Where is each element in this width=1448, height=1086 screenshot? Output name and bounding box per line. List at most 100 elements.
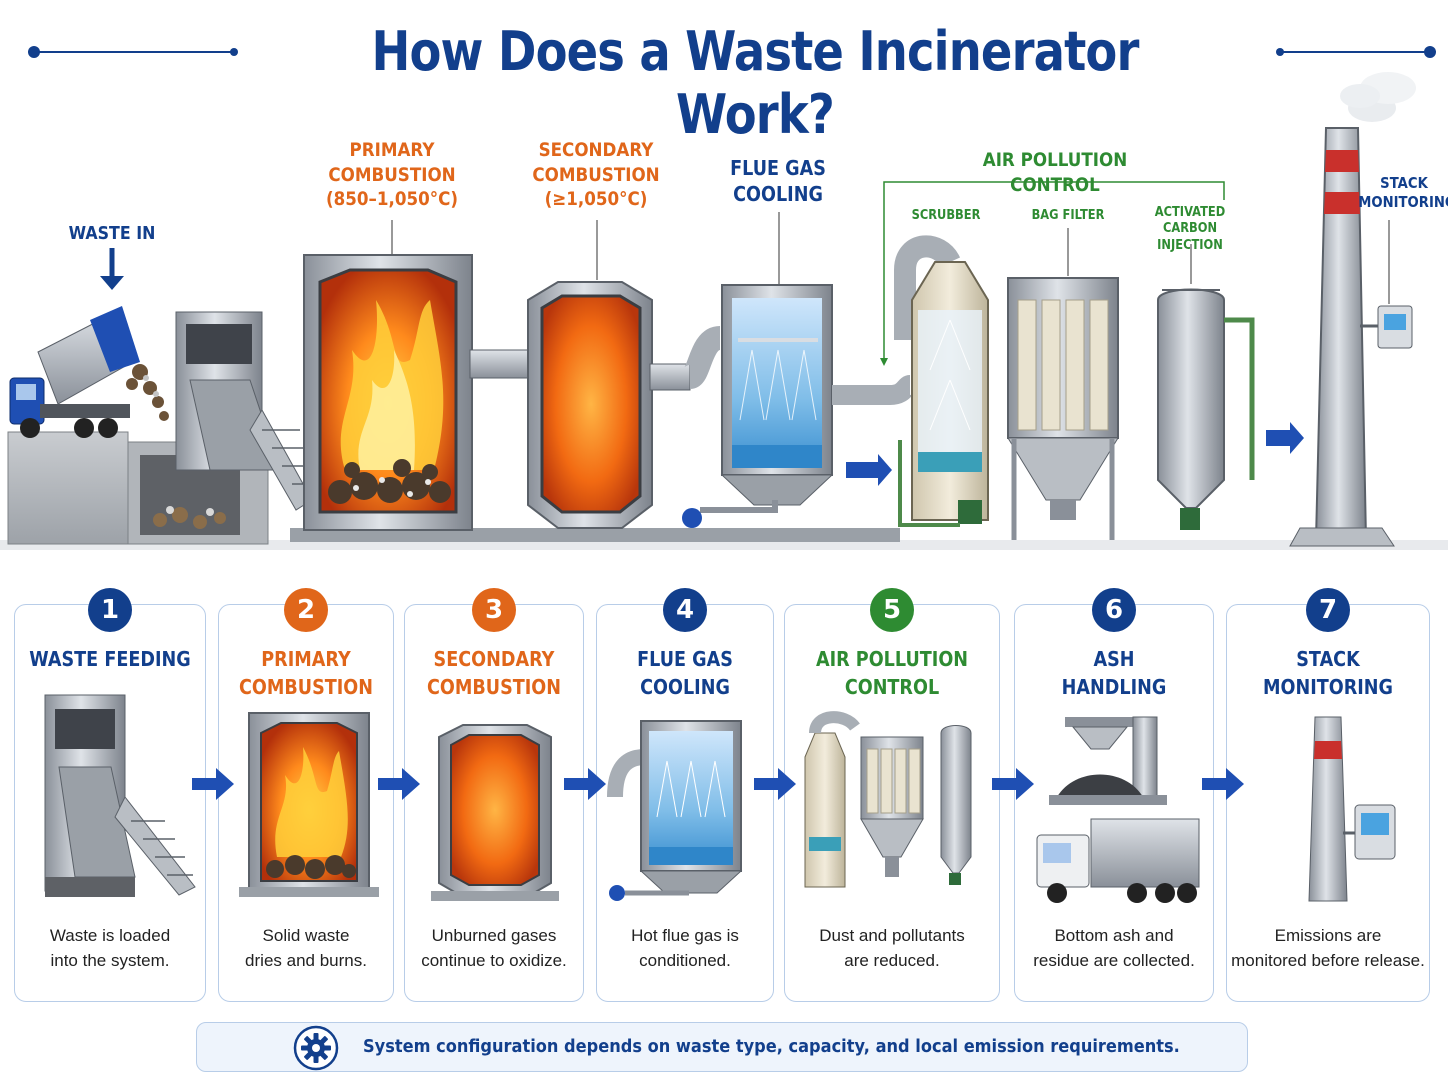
secondary-combustion-illustration bbox=[431, 724, 559, 901]
label-scrubber: SCRUBBER bbox=[911, 208, 981, 223]
flue-gas-cooling-illustration bbox=[607, 720, 743, 901]
footer-text: System configuration depends on waste ty… bbox=[363, 1036, 1180, 1057]
step-desc-line: Unburned gases bbox=[431, 926, 557, 945]
step-desc-line: Dust and pollutants bbox=[819, 926, 965, 945]
gear-icon bbox=[293, 1025, 339, 1071]
label-bag-filter: BAG FILTER bbox=[1031, 208, 1105, 223]
leader-line bbox=[1067, 228, 1069, 276]
step-desc-line: monitored before release. bbox=[1231, 951, 1425, 970]
arrow-right-icon bbox=[1202, 768, 1244, 800]
step-title-line: MONITORING bbox=[1262, 675, 1393, 699]
title-dot bbox=[1276, 48, 1284, 56]
step-desc-line: into the system. bbox=[50, 951, 170, 970]
title-dot bbox=[28, 46, 40, 58]
step-title-line: AIR POLLUTION bbox=[815, 647, 969, 671]
step-desc-line: residue are collected. bbox=[1033, 951, 1195, 970]
step-card-primary-combustion: 2 PRIMARY COMBUSTION Solid waste dries a… bbox=[218, 588, 394, 1002]
step-description: Emissions are monitored before release. bbox=[1231, 923, 1425, 973]
label-flue-gas-cooling: FLUE GAS COOLING bbox=[718, 155, 838, 207]
step-number-badge: 4 bbox=[663, 588, 707, 632]
step-description: Hot flue gas is conditioned. bbox=[601, 923, 769, 973]
step-description: Unburned gases continue to oxidize. bbox=[409, 923, 579, 973]
page-title: How Does a Waste Incinerator Work? bbox=[371, 20, 1139, 146]
title-rule-left bbox=[34, 51, 234, 53]
label-line: COMBUSTION bbox=[328, 163, 456, 186]
step-title-line: SECONDARY bbox=[433, 647, 555, 671]
leader-line bbox=[778, 212, 780, 284]
step-card-stack-monitoring: 7 STACK MONITORING Emissions are monitor… bbox=[1226, 588, 1430, 1002]
label-stack-monitoring: STACK MONITORING bbox=[1358, 174, 1448, 212]
incinerator-process-illustration bbox=[0, 72, 1448, 550]
step-number-badge: 1 bbox=[88, 588, 132, 632]
step-title-line: STACK bbox=[1296, 647, 1360, 671]
title-dot bbox=[230, 48, 238, 56]
label-line: COMBUSTION bbox=[532, 163, 660, 186]
step-number-badge: 6 bbox=[1092, 588, 1136, 632]
leader-line bbox=[391, 220, 393, 254]
label-air-pollution-control: AIR POLLUTION CONTROL bbox=[982, 149, 1128, 196]
step-title-line: COMBUSTION bbox=[426, 675, 562, 699]
label-secondary-combustion: SECONDARY COMBUSTION (≥1,050°C) bbox=[524, 138, 668, 212]
air-pollution-control-illustration bbox=[804, 711, 972, 888]
label-line: SECONDARY bbox=[538, 139, 654, 161]
label-primary-combustion: PRIMARY COMBUSTION (850–1,050°C) bbox=[320, 138, 464, 212]
title-rule-right bbox=[1280, 51, 1428, 53]
step-title: STACK MONITORING bbox=[1239, 645, 1417, 701]
step-desc-line: Emissions are bbox=[1274, 926, 1382, 945]
step-title-line: CONTROL bbox=[844, 675, 940, 699]
label-line: PRIMARY bbox=[349, 139, 435, 161]
step-title-line: WASTE FEEDING bbox=[29, 647, 191, 671]
step-title-line: COMBUSTION bbox=[238, 675, 374, 699]
step-number-badge: 3 bbox=[472, 588, 516, 632]
step-number-badge: 2 bbox=[284, 588, 328, 632]
step-description: Waste is loaded into the system. bbox=[19, 923, 201, 973]
step-title-line: FLUE GAS bbox=[637, 647, 733, 671]
title-row: How Does a Waste Incinerator Work? bbox=[0, 14, 1448, 146]
step-card-ash-handling: 6 ASH HANDLING Bottom ash and residue ar… bbox=[1014, 588, 1214, 1002]
leader-line bbox=[1388, 220, 1390, 304]
label-line: (850–1,050°C) bbox=[325, 188, 459, 211]
step-title: AIR POLLUTION CONTROL bbox=[798, 645, 986, 701]
label-line: FLUE GAS bbox=[730, 156, 826, 180]
step-description: Solid waste dries and burns. bbox=[223, 923, 389, 973]
step-title-line: COOLING bbox=[640, 675, 730, 699]
step-description: Dust and pollutants are reduced. bbox=[789, 923, 995, 973]
step-desc-line: Hot flue gas is bbox=[631, 926, 739, 945]
label-line: ACTIVATED bbox=[1154, 205, 1226, 220]
step-desc-line: Solid waste bbox=[262, 926, 350, 945]
step-title-line: ASH bbox=[1093, 647, 1135, 671]
label-line: STACK bbox=[1380, 174, 1428, 192]
step-title-line: HANDLING bbox=[1061, 675, 1167, 699]
stack-monitoring-illustration bbox=[1308, 716, 1396, 902]
label-line: COOLING bbox=[733, 182, 823, 206]
step-title: ASH HANDLING bbox=[1027, 645, 1201, 701]
step-desc-line: are reduced. bbox=[844, 951, 940, 970]
step-title: WASTE FEEDING bbox=[26, 645, 193, 673]
step-card-flue-gas-cooling: 4 FLUE GAS COOLING Hot flue gas is condi… bbox=[596, 588, 774, 1002]
arrow-right-icon bbox=[564, 768, 606, 800]
step-title: PRIMARY COMBUSTION bbox=[229, 645, 382, 701]
label-waste-in: WASTE IN bbox=[68, 223, 156, 244]
ash-handling-illustration bbox=[1036, 716, 1200, 903]
step-card-waste-feeding: 1 WASTE FEEDING Waste is loaded into the… bbox=[14, 588, 206, 1002]
step-card-air-pollution-control: 5 AIR POLLUTION CONTROL Dust and polluta… bbox=[784, 588, 1000, 1002]
leader-line bbox=[596, 220, 598, 280]
arrow-right-icon bbox=[992, 768, 1034, 800]
step-desc-line: Bottom ash and bbox=[1054, 926, 1174, 945]
step-card-secondary-combustion: 3 SECONDARY COMBUSTION Unburned gases co… bbox=[404, 588, 584, 1002]
waste-feeding-illustration bbox=[44, 694, 196, 897]
step-number-badge: 7 bbox=[1306, 588, 1350, 632]
arrow-right-icon bbox=[754, 768, 796, 800]
step-number-badge: 5 bbox=[870, 588, 914, 632]
arrow-right-icon bbox=[378, 768, 420, 800]
label-line: MONITORING bbox=[1358, 192, 1448, 211]
step-title: SECONDARY COMBUSTION bbox=[416, 645, 573, 701]
step-desc-line: conditioned. bbox=[639, 951, 731, 970]
step-desc-line: continue to oxidize. bbox=[421, 951, 567, 970]
step-description: Bottom ash and residue are collected. bbox=[1019, 923, 1209, 973]
title-dot bbox=[1424, 46, 1436, 58]
footer-note: System configuration depends on waste ty… bbox=[196, 1022, 1248, 1072]
label-line: (≥1,050°C) bbox=[544, 188, 648, 211]
step-desc-line: Waste is loaded bbox=[49, 926, 171, 945]
step-title: FLUE GAS COOLING bbox=[608, 645, 763, 701]
